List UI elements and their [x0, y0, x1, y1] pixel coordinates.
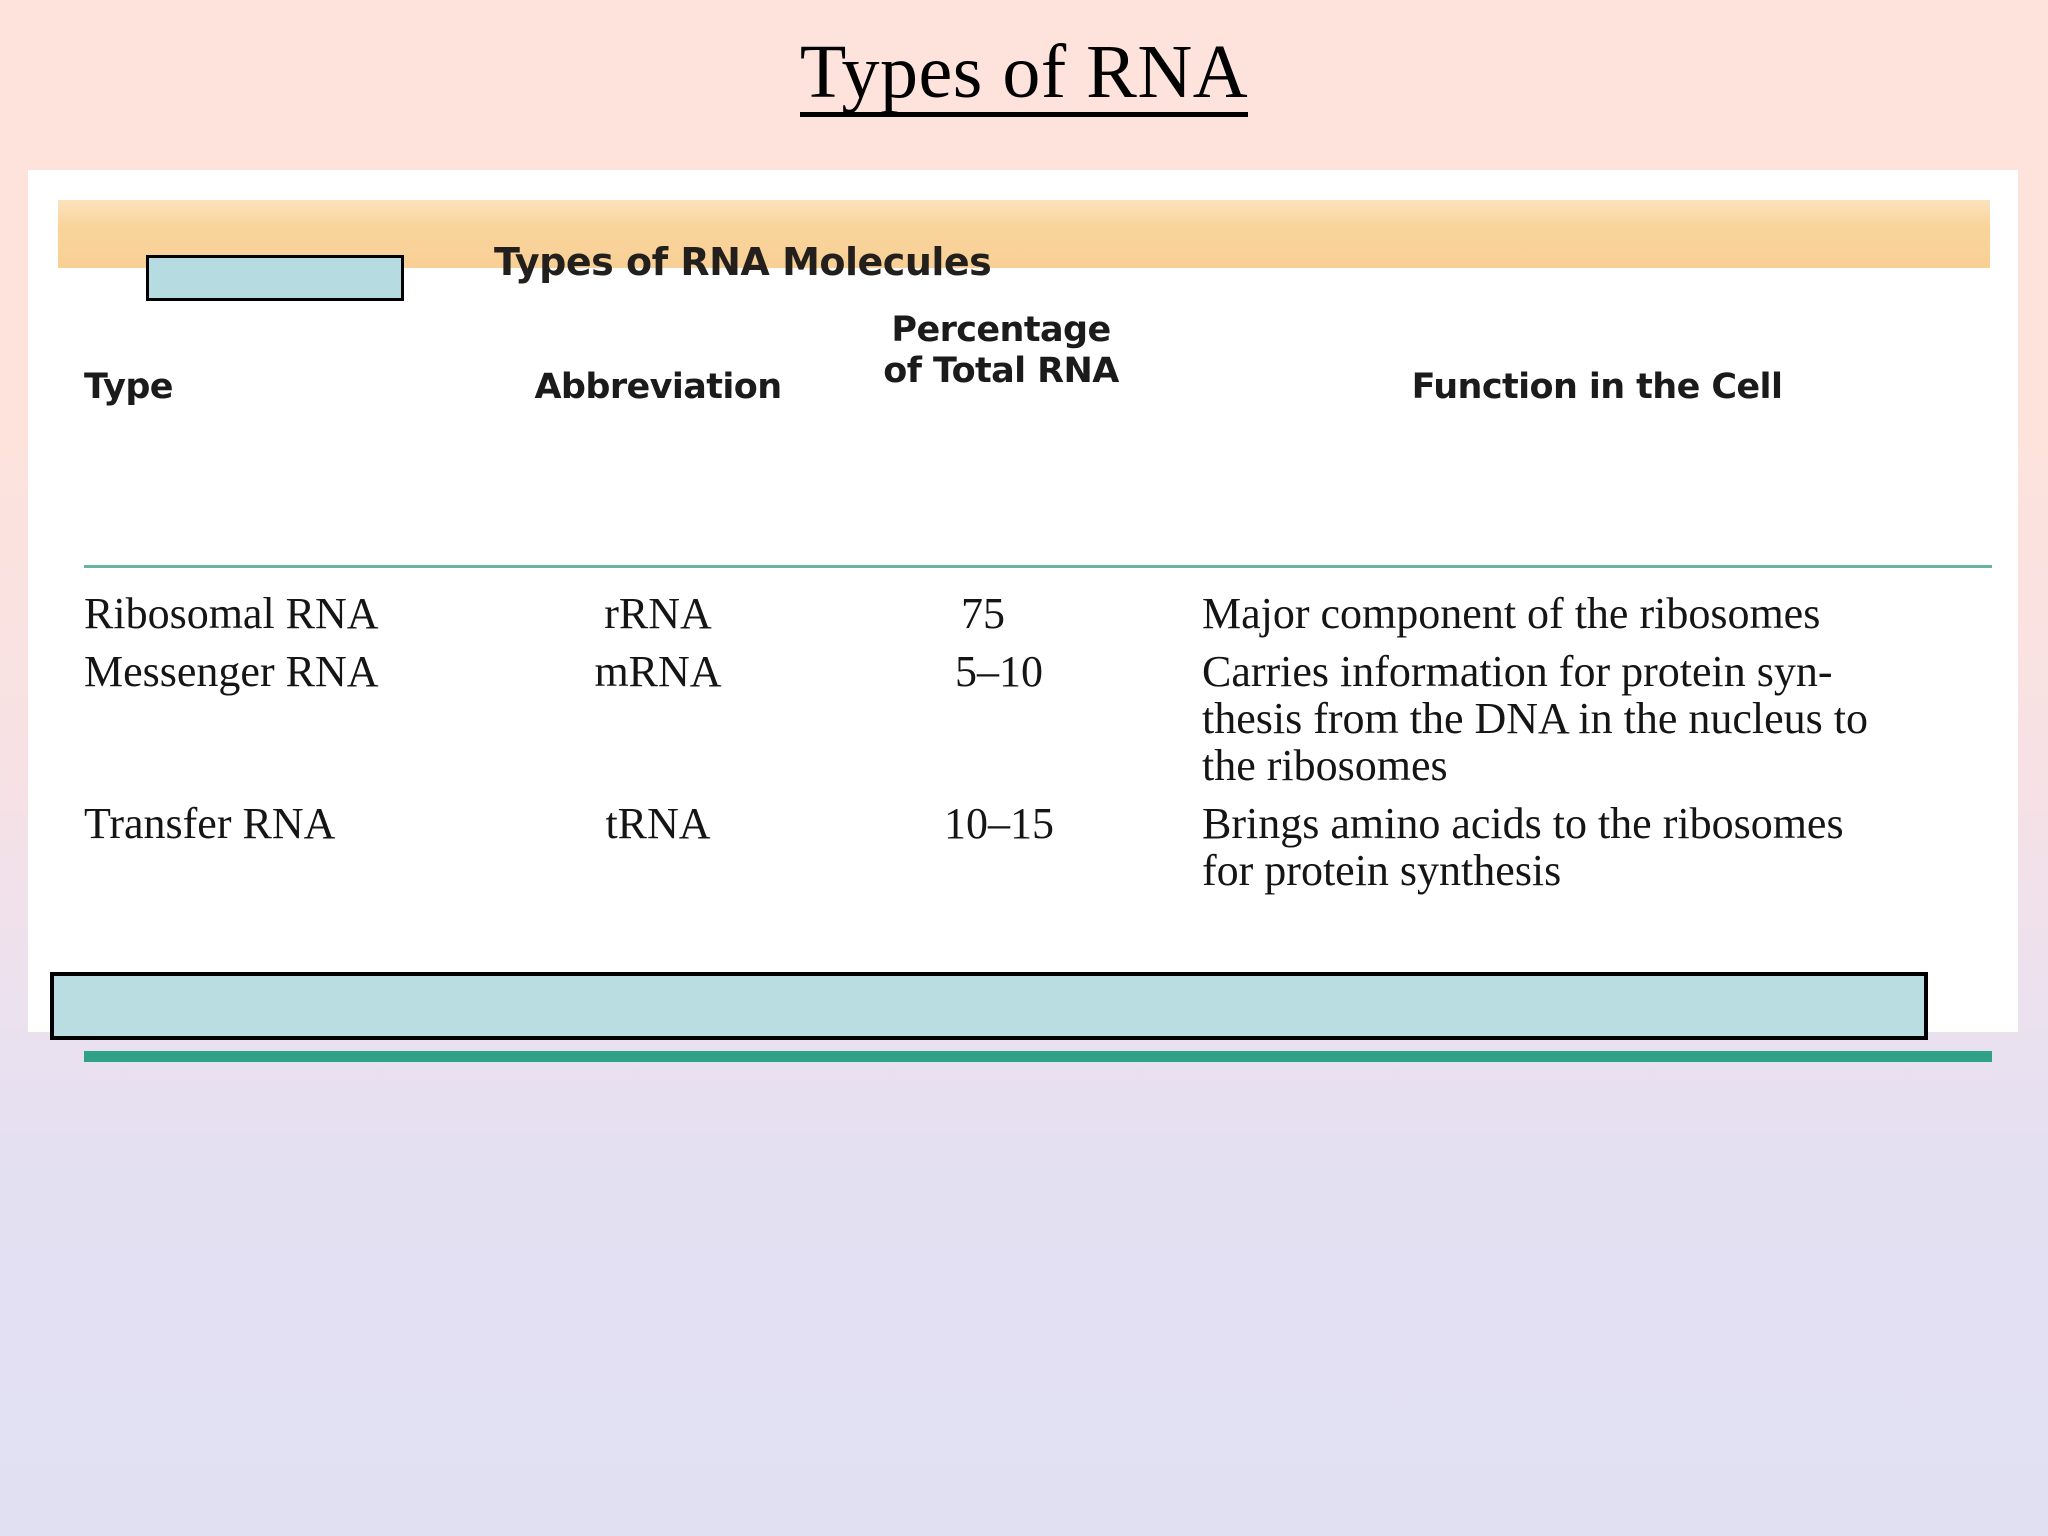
- page-title: Types of RNA: [799, 34, 1249, 117]
- cell-percentage: 10–15: [856, 800, 1146, 847]
- cell-function: Major component of the ribosomes: [1202, 590, 1992, 637]
- cell-percentage-value: 10–15: [944, 799, 1054, 848]
- column-header-type: Type: [84, 367, 174, 407]
- cell-function-line: Major component of the ribosomes: [1202, 589, 1821, 638]
- cell-function: Brings amino acids to the ribosomes for …: [1202, 800, 1992, 894]
- figure-caption-band: Types of RNA Molecules: [58, 200, 1990, 301]
- slide-title-container: Types of RNA: [0, 34, 2048, 117]
- table-header-divider: [84, 565, 1992, 568]
- cell-abbreviation: tRNA: [605, 799, 711, 848]
- cell-percentage-value: 5–10: [955, 647, 1043, 696]
- cell-percentage: 5–10: [856, 648, 1146, 695]
- figure-panel: Types of RNA Molecules Type Abbreviation…: [28, 170, 2018, 1062]
- figure-caption-label: Types of RNA Molecules: [494, 240, 992, 284]
- caption-color-swatch: [146, 255, 404, 301]
- column-header-percentage-line1: Percentage: [891, 310, 1111, 350]
- table-header-row: Type Abbreviation Percentage of Total RN…: [28, 280, 2018, 430]
- cell-function-line: Carries information for protein syn-: [1202, 647, 1833, 696]
- column-header-abbreviation: Abbreviation: [534, 367, 782, 407]
- cell-abbreviation: rRNA: [604, 589, 712, 638]
- cell-function-line: for protein synthesis: [1202, 846, 1562, 896]
- cell-function-line: thesis from the DNA in the nucleus to: [1202, 694, 1869, 744]
- cell-function: Carries information for protein syn- the…: [1202, 648, 1992, 789]
- cell-abbreviation: mRNA: [594, 647, 722, 696]
- column-header-percentage: Percentage of Total RNA: [856, 310, 1146, 393]
- cell-function-line: the ribosomes: [1202, 741, 1448, 791]
- table-bottom-divider: [84, 1051, 1992, 1062]
- column-header-function: Function in the Cell: [1411, 367, 1783, 407]
- cell-percentage-value: 75: [961, 589, 1005, 638]
- column-header-percentage-line2: of Total RNA: [883, 351, 1119, 392]
- cell-type: Transfer RNA: [84, 799, 336, 848]
- cell-percentage: 75: [856, 590, 1146, 637]
- cell-type: Messenger RNA: [84, 647, 379, 696]
- cell-type: Ribosomal RNA: [84, 589, 379, 638]
- bottom-callout-box: [50, 972, 1928, 1040]
- cell-function-line: Brings amino acids to the ribosomes: [1202, 799, 1844, 848]
- rna-types-table: Type Abbreviation Percentage of Total RN…: [28, 280, 2018, 1062]
